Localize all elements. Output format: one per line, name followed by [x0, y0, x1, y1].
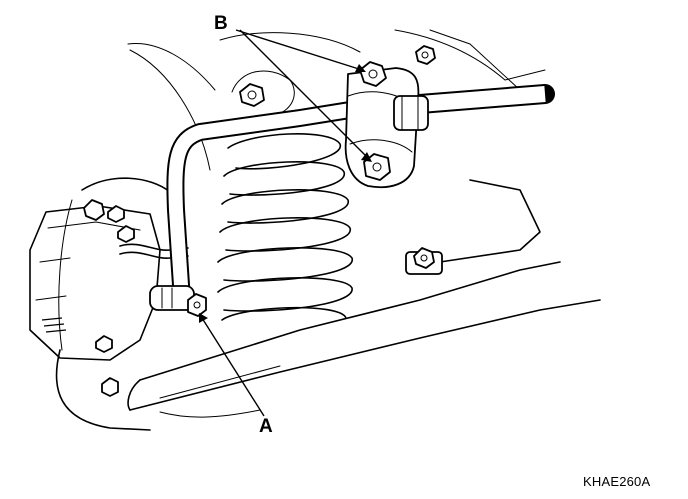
figure-code: KHAE260A	[583, 474, 651, 489]
arm-bolt	[405, 247, 443, 275]
stabilizer-bracket	[344, 61, 429, 188]
leader-line-b-upper	[235, 29, 363, 71]
brake-rotor	[55, 177, 171, 431]
arrowhead-a	[199, 313, 208, 323]
arrowhead-b-upper	[355, 64, 366, 72]
arrowhead-b-lower	[361, 152, 372, 162]
coil-spring	[217, 133, 353, 321]
lower-control-arm	[127, 179, 601, 418]
leader-line-b-lower	[239, 29, 369, 159]
body-bolt	[239, 83, 265, 107]
frame-bolt-top	[415, 45, 436, 65]
stabilizer-link-end	[149, 285, 207, 317]
leader-line-a	[201, 317, 265, 417]
callout-label-b: B	[214, 13, 228, 34]
callout-label-a: A	[259, 416, 273, 437]
leader-lines	[199, 29, 372, 417]
stabilizer-bar	[166, 84, 555, 309]
brake-caliper	[29, 199, 161, 397]
wheel-well-outline	[127, 29, 546, 171]
